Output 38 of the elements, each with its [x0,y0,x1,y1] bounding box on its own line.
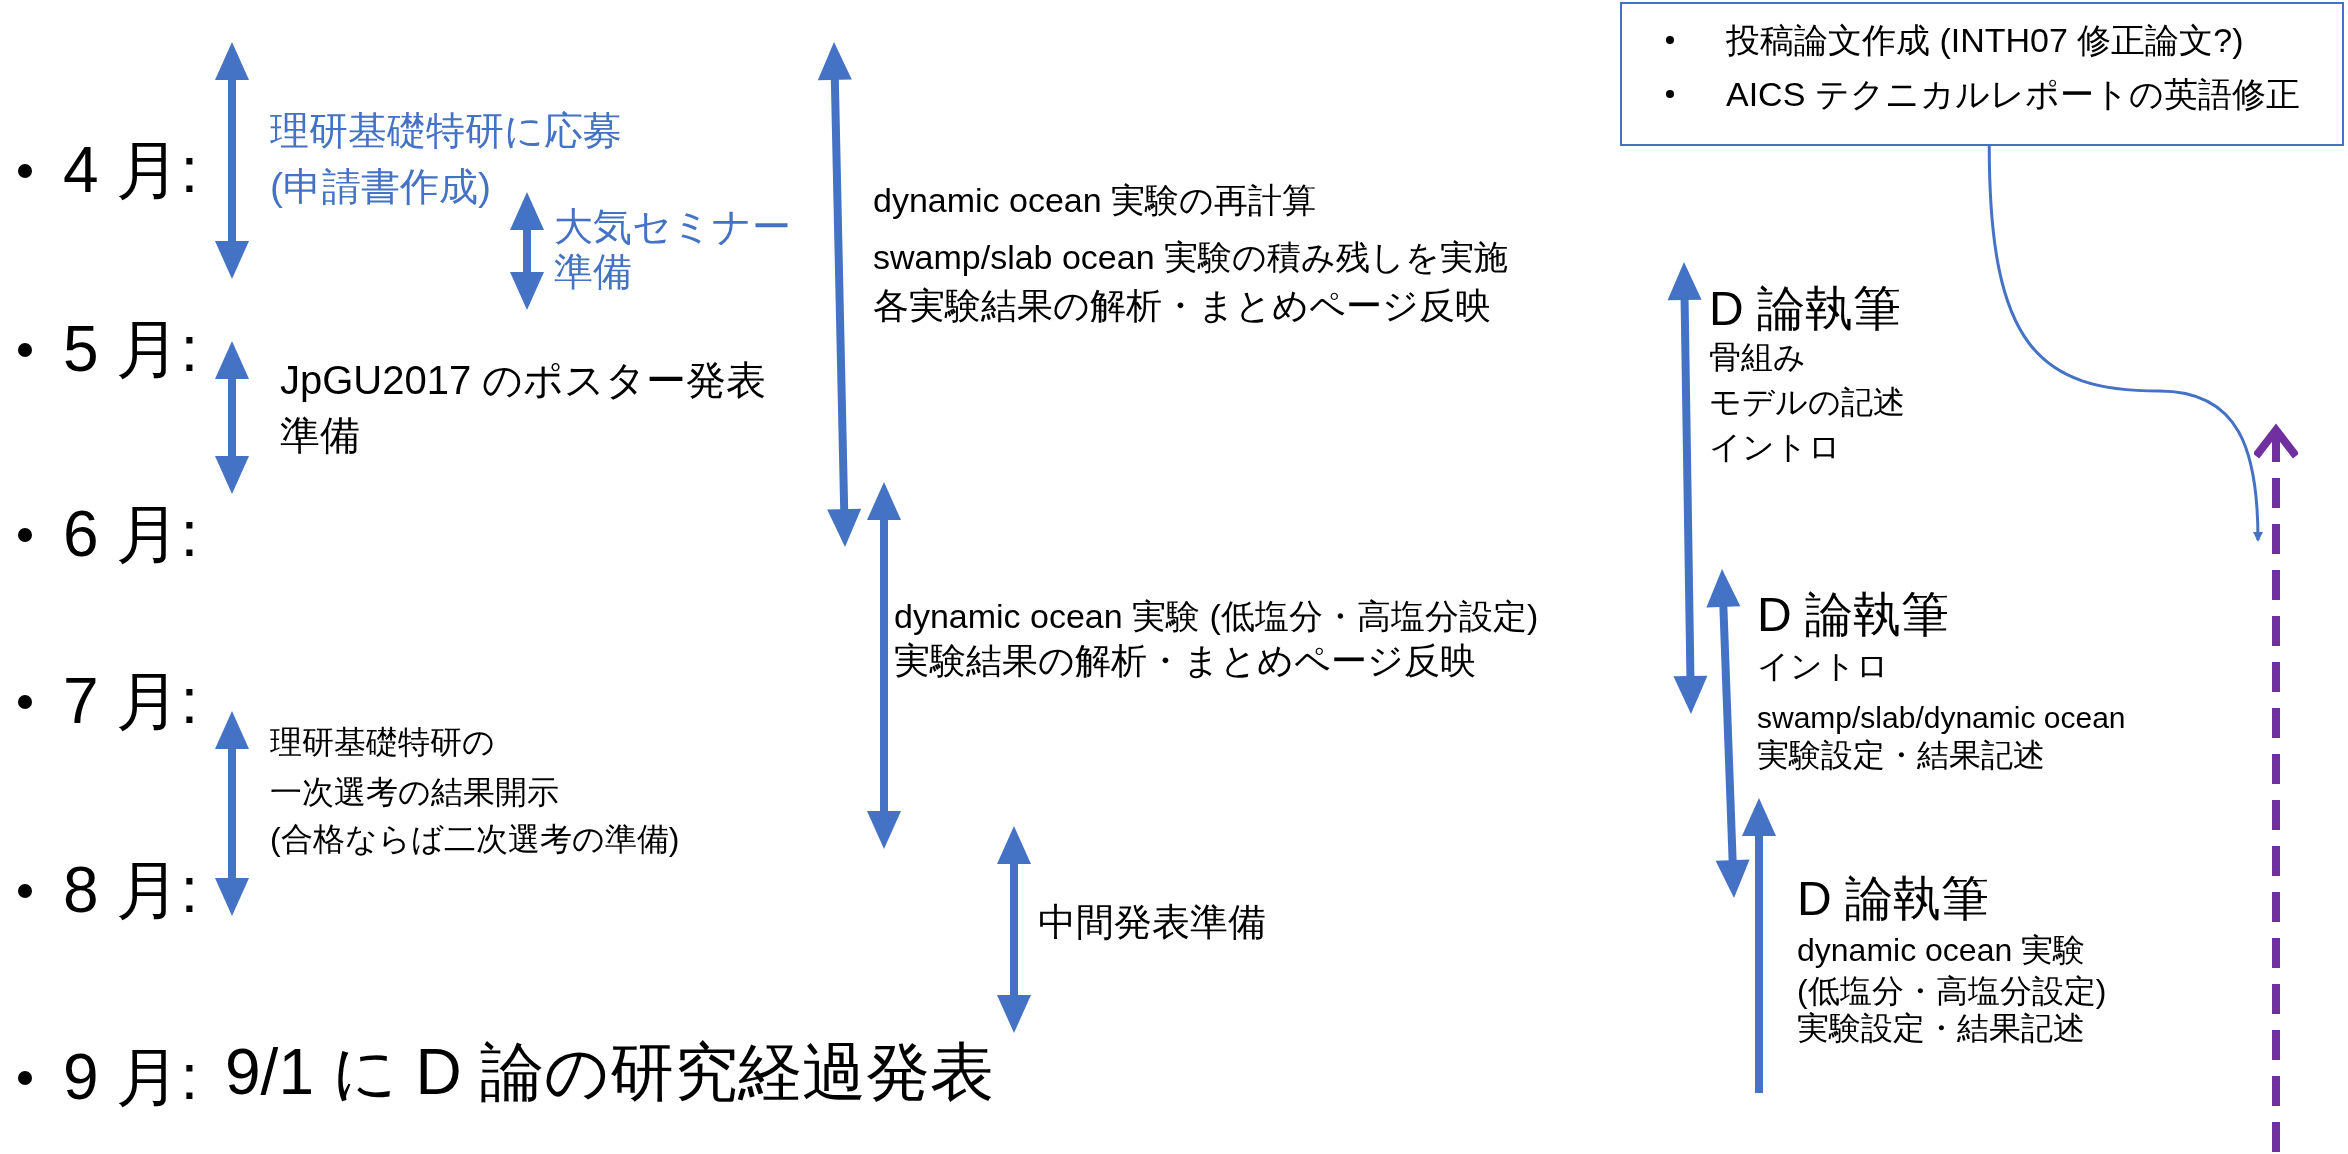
task-text: 投稿論文作成 (INTH07 修正論文?) [1726,20,2244,61]
activity-text: dynamic ocean 実験の再計算 [873,183,1317,218]
task-text: AICS テクニカルレポートの英語修正 [1726,74,2300,115]
activity-text: 実験結果の解析・まとめページ反映 [894,643,1476,680]
activity-text: 実験設定・結果記述 [1797,1012,2085,1045]
activity-text: (低塩分・高塩分設定) [1797,975,2107,1008]
activity-text: D 論執筆 [1797,874,1989,923]
activity-text: 一次選考の結果開示 [270,776,559,809]
activity-text: (合格ならば二次選考の準備) [270,823,680,856]
activity-text: swamp/slab ocean 実験の積み残しを実施 [873,240,1509,275]
activity-text: D 論執筆 [1709,284,1901,333]
activity-text: イントロ [1757,650,1889,683]
activity-text: dynamic ocean 実験 (低塩分・高塩分設定) [894,599,1539,634]
activity-text: モデルの記述 [1709,386,1905,419]
activity-text: 各実験結果の解析・まとめページ反映 [873,288,1491,325]
activity-text: D 論執筆 [1757,590,1949,639]
month-label: 6 月: [63,501,199,566]
activity-text: 理研基礎特研の [270,726,495,759]
month-label: 8 月: [63,857,199,922]
month-label: 5 月: [63,316,199,381]
month-label: 4 月: [63,137,199,202]
activity-text: 骨組み [1709,341,1806,374]
activity-text: 9/1 に D 論の研究経過発表 [225,1039,994,1104]
activity-text: 準備 [280,415,360,455]
activity-text: イントロ [1709,431,1841,464]
curved-arrow [1987,145,2263,542]
activity-text: dynamic ocean 実験 [1797,934,2086,967]
activity-text: JpGU2017 のポスター発表 [280,360,767,400]
activity-text: 中間発表準備 [1038,903,1266,942]
activity-text: 理研基礎特研に応募 [270,110,622,150]
activity-text: 実験設定・結果記述 [1757,739,2045,772]
activity-text: 大気セミナー [554,206,791,246]
activity-text: swamp/slab/dynamic ocean [1757,702,2126,733]
activity-text: 準備 [554,251,632,291]
month-label: 9 月: [63,1044,199,1109]
note-box [1620,2,2344,146]
activity-text: (申請書作成) [270,166,491,206]
month-label: 7 月: [63,668,199,733]
